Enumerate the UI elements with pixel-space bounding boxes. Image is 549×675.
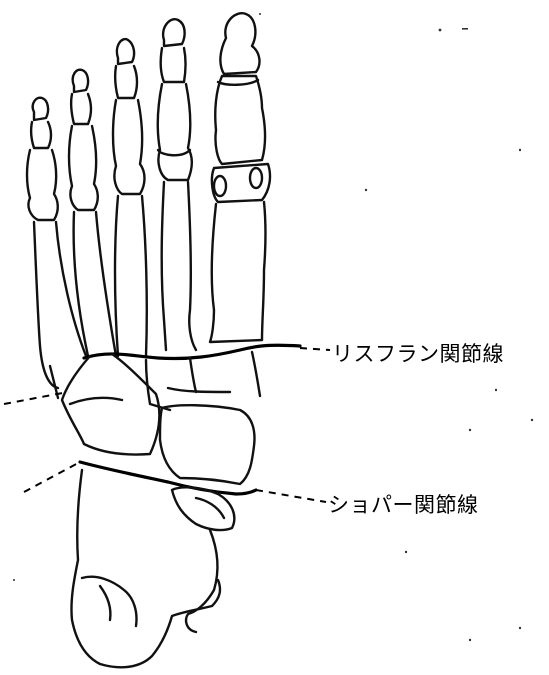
toe-1-sesamoid bbox=[212, 164, 270, 202]
chopart-joint-label: ショパー関節線 bbox=[328, 489, 479, 519]
navicular-bone bbox=[160, 405, 254, 484]
toe-2-phalanges bbox=[158, 19, 192, 180]
lisfranc-joint-label: リスフラン関節線 bbox=[332, 338, 504, 368]
toe-3-phalanges bbox=[113, 39, 145, 194]
chopart-pointer-line bbox=[256, 490, 326, 502]
metatarsal-4 bbox=[74, 212, 116, 356]
metatarsal-3 bbox=[115, 196, 147, 356]
cuboid-bone bbox=[62, 354, 159, 455]
metatarsal-1 bbox=[210, 202, 266, 342]
metatarsal-2 bbox=[162, 182, 196, 350]
lisfranc-pointer-line bbox=[300, 348, 330, 350]
left-pointer-line-lower bbox=[24, 462, 80, 492]
talus-bone bbox=[172, 487, 234, 632]
toe-5-phalanges bbox=[27, 98, 58, 220]
toe-4-phalanges bbox=[69, 70, 98, 210]
cuneiform-bones bbox=[146, 352, 260, 410]
toe-1-phalanges bbox=[215, 13, 265, 164]
